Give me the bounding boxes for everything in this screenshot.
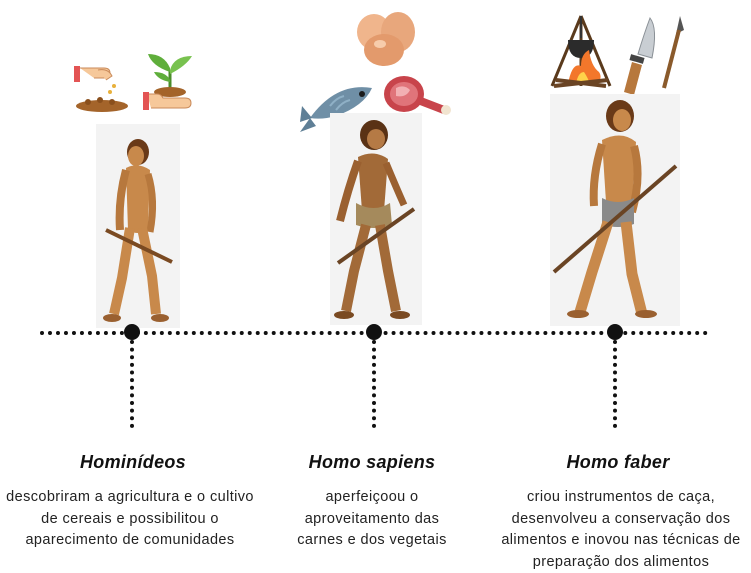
stage-description: aperfeiçoou o aproveitamento das carnes … [297, 489, 447, 548]
stage-connector [130, 340, 134, 428]
timeline-node [607, 324, 623, 340]
stage-description: criou instrumentos de caça, desenvolveu … [501, 489, 741, 570]
knife-icon [620, 16, 660, 101]
timeline-node [366, 324, 382, 340]
hominid-figure [96, 124, 180, 328]
stage-connector [372, 340, 376, 428]
spear-icon [660, 16, 686, 95]
eggs-icon [352, 10, 418, 73]
stage-title: Homo faber [566, 452, 670, 472]
homo-faber-figure [550, 94, 680, 326]
fish-icon [300, 78, 380, 139]
seed-planting-icon [74, 62, 132, 119]
campfire-cauldron-icon [546, 12, 616, 95]
meat-leg-icon [382, 74, 452, 121]
sprout-in-hand-icon [143, 52, 197, 121]
homo-sapiens-figure [330, 113, 422, 325]
stage-title: Homo sapiens [308, 452, 436, 472]
stage-connector [613, 340, 617, 428]
stage-title: Hominídeos [79, 452, 186, 472]
timeline-node [124, 324, 140, 340]
stage-description: descobriram a agricultura e o cultivo de… [6, 489, 254, 548]
